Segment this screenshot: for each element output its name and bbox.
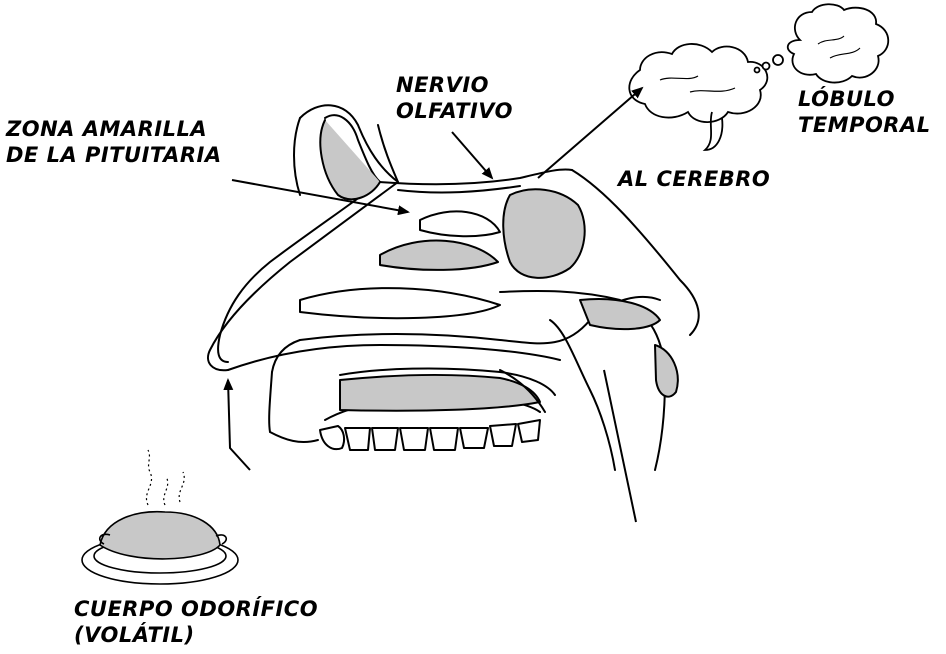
upper-teeth xyxy=(320,420,540,450)
cribriform-plate xyxy=(380,169,572,184)
arrow-al-cerebro xyxy=(538,88,642,178)
middle-turbinate xyxy=(380,241,498,270)
label-zona-amarilla: ZONA AMARILLA DE LA PITUITARIA xyxy=(6,116,222,169)
label-al-cerebro: AL CEREBRO xyxy=(618,166,770,192)
label-lobulo-temporal-line1: LÓBULO xyxy=(798,86,931,112)
label-nervio-olfativo-line2: OLFATIVO xyxy=(396,98,513,124)
label-zona-amarilla-line2: DE LA PITUITARIA xyxy=(6,142,222,168)
label-lobulo-temporal-line2: TEMPORAL xyxy=(798,112,931,138)
head-cross-section xyxy=(208,105,699,470)
pharynx-pointer-line xyxy=(604,370,636,522)
arrow-zona-amarilla xyxy=(232,180,408,212)
label-al-cerebro-text: AL CEREBRO xyxy=(618,166,770,192)
label-cuerpo-odorifico-line2: (VOLÁTIL) xyxy=(74,622,318,648)
odorous-food-illustration xyxy=(82,450,238,584)
inferior-turbinate xyxy=(300,288,500,318)
sphenoid-sinus xyxy=(503,189,584,278)
label-nervio-olfativo: NERVIO OLFATIVO xyxy=(396,72,513,125)
label-cuerpo-odorifico-line1: CUERPO ODORÍFICO xyxy=(74,596,318,622)
label-zona-amarilla-line1: ZONA AMARILLA xyxy=(6,116,222,142)
label-cuerpo-odorifico: CUERPO ODORÍFICO (VOLÁTIL) xyxy=(74,596,318,649)
steam xyxy=(146,450,184,505)
label-nervio-olfativo-line1: NERVIO xyxy=(396,72,513,98)
frontal-sinus xyxy=(320,120,380,199)
brain-illustration xyxy=(629,44,767,150)
label-lobulo-temporal: LÓBULO TEMPORAL xyxy=(798,86,931,139)
arrow-nervio-olfativo xyxy=(452,132,492,178)
tongue xyxy=(340,375,540,411)
superior-turbinate xyxy=(420,211,500,236)
thought-cloud xyxy=(755,4,889,82)
arrow-cuerpo-odorifico xyxy=(228,380,250,470)
